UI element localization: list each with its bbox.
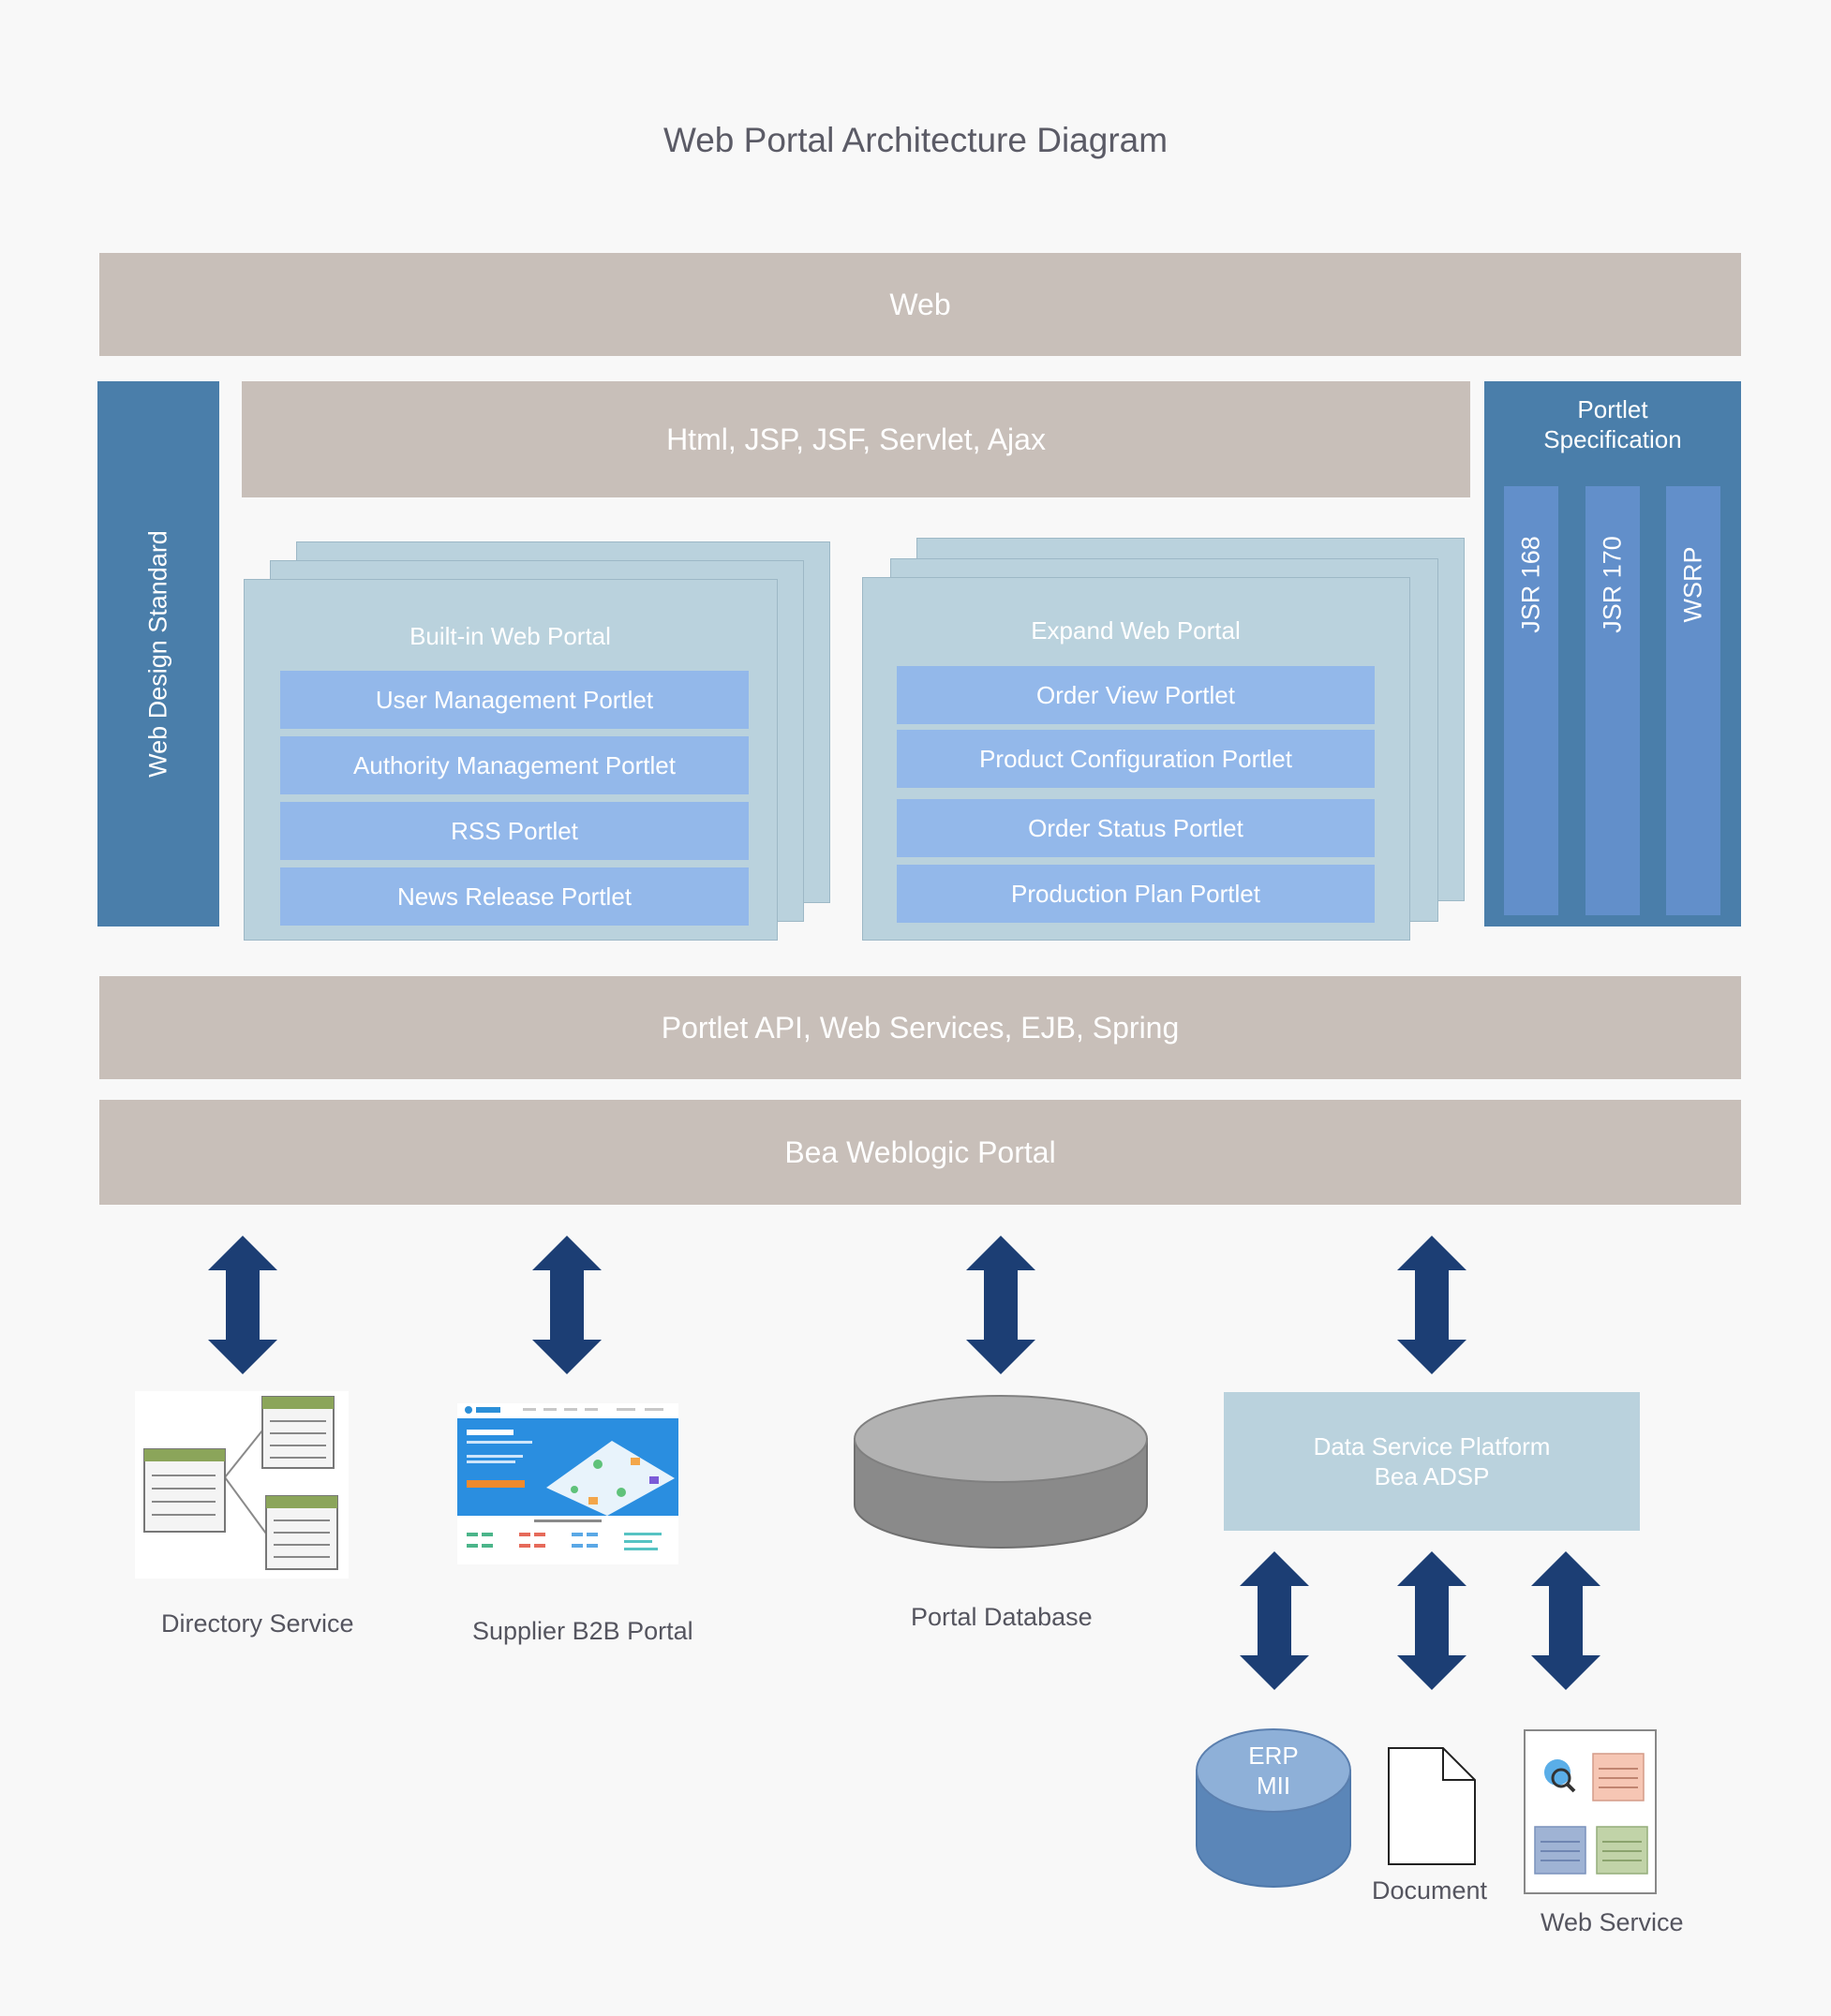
portlet-product-configuration[interactable]: Product Configuration Portlet	[897, 730, 1375, 788]
website-thumbnail-icon	[457, 1403, 678, 1564]
data-service-platform-box: Data Service Platform Bea ADSP	[1224, 1392, 1640, 1531]
double-arrow-icon	[1397, 1236, 1466, 1374]
portlet-rss[interactable]: RSS Portlet	[280, 802, 749, 860]
spec-jsr170: JSR 170	[1585, 486, 1640, 915]
document-label: Document	[1372, 1876, 1488, 1905]
portal-database-label: Portal Database	[911, 1603, 1093, 1631]
portlet-spec-title: Portlet Specification	[1484, 394, 1741, 460]
api-layer: Portlet API, Web Services, EJB, Spring	[99, 976, 1741, 1079]
portlet-spec-title-line2: Specification	[1543, 425, 1682, 453]
web-layer: Web	[99, 253, 1741, 356]
document-icon	[1388, 1747, 1476, 1865]
erp-label: ERP MII	[1194, 1741, 1353, 1801]
expand-portal-panel: Expand Web Portal Order View Portlet Pro…	[862, 577, 1410, 941]
spec-jsr168: JSR 168	[1504, 486, 1558, 915]
double-arrow-icon	[1240, 1551, 1309, 1690]
web-service-label: Web Service	[1541, 1908, 1684, 1936]
erp-label-line2: MII	[1256, 1771, 1291, 1800]
erp-label-line1: ERP	[1248, 1742, 1299, 1770]
dsp-line1: Data Service Platform	[1313, 1432, 1551, 1460]
builtin-portal-panel: Built-in Web Portal User Management Port…	[244, 579, 778, 941]
portlet-user-management[interactable]: User Management Portlet	[280, 671, 749, 729]
portlet-order-status[interactable]: Order Status Portlet	[897, 799, 1375, 857]
bea-weblogic-layer: Bea Weblogic Portal	[99, 1100, 1741, 1205]
portlet-production-plan[interactable]: Production Plan Portlet	[897, 865, 1375, 923]
web-design-standard-column: Web Design Standard	[97, 381, 219, 926]
directory-service-label: Directory Service	[161, 1609, 354, 1638]
portlet-news-release[interactable]: News Release Portlet	[280, 867, 749, 926]
double-arrow-icon	[966, 1236, 1035, 1374]
expand-portal-title: Expand Web Portal	[1031, 615, 1241, 645]
double-arrow-icon	[532, 1236, 602, 1374]
database-icon	[854, 1395, 1148, 1549]
double-arrow-icon	[1531, 1551, 1600, 1690]
tech-layer: Html, JSP, JSF, Servlet, Ajax	[242, 381, 1470, 497]
erp-database-icon	[1196, 1728, 1351, 1888]
portlet-spec-panel: Portlet Specification JSR 168 JSR 170 WS…	[1484, 381, 1741, 926]
builtin-portal-title: Built-in Web Portal	[409, 621, 611, 650]
page-title: Web Portal Architecture Diagram	[662, 121, 1169, 159]
portlet-order-view[interactable]: Order View Portlet	[897, 666, 1375, 724]
supplier-portal-label: Supplier B2B Portal	[472, 1617, 693, 1645]
double-arrow-icon	[208, 1236, 277, 1374]
dsp-line2: Bea ADSP	[1374, 1462, 1490, 1490]
web-service-icon	[1524, 1729, 1657, 1894]
portlet-spec-title-line1: Portlet	[1577, 395, 1648, 423]
double-arrow-icon	[1397, 1551, 1466, 1690]
portlet-authority-management[interactable]: Authority Management Portlet	[280, 736, 749, 794]
spec-wsrp: WSRP	[1666, 486, 1720, 915]
directory-tree-icon	[135, 1391, 349, 1579]
